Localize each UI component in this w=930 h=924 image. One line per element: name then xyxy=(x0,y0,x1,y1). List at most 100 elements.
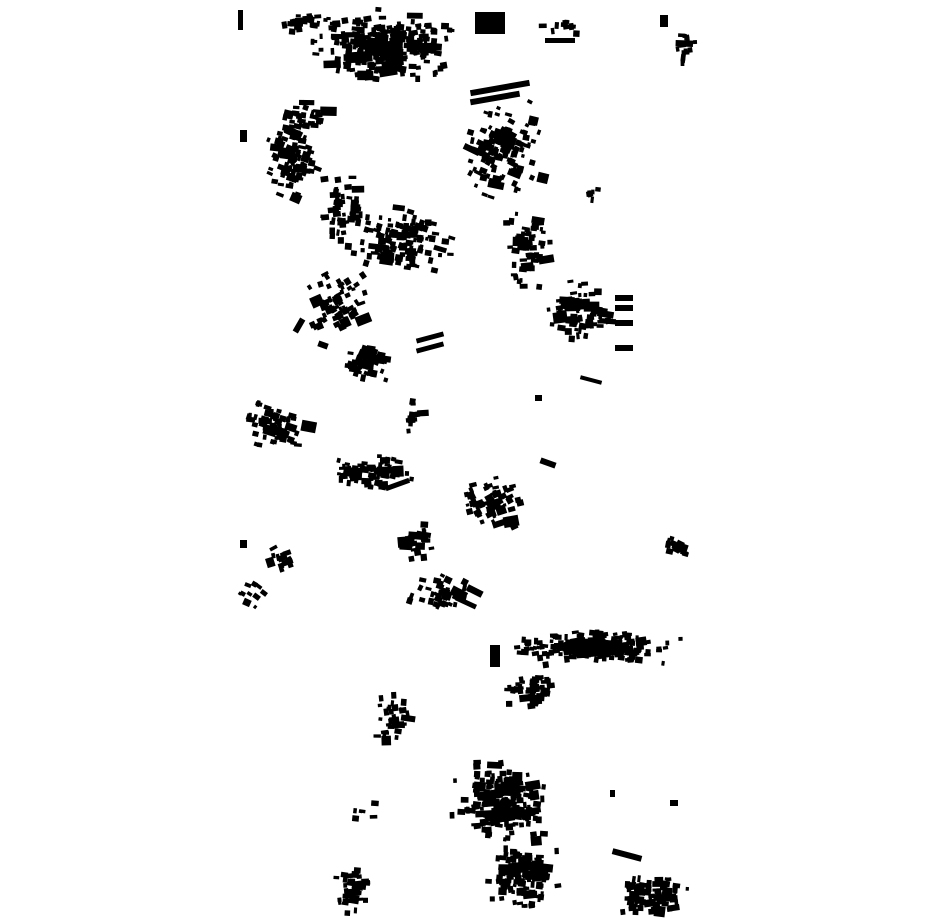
building xyxy=(509,848,517,855)
building xyxy=(601,633,607,639)
building xyxy=(433,595,443,604)
building xyxy=(330,47,335,55)
building xyxy=(353,281,360,289)
building xyxy=(503,845,508,853)
building xyxy=(531,650,540,657)
building xyxy=(362,259,370,268)
building xyxy=(356,356,362,362)
building xyxy=(394,459,403,465)
building xyxy=(377,454,382,459)
building xyxy=(471,782,485,790)
building xyxy=(382,456,390,464)
building xyxy=(341,42,350,50)
building xyxy=(292,164,299,172)
building xyxy=(364,35,371,40)
building xyxy=(483,139,490,145)
building xyxy=(376,253,382,260)
building xyxy=(505,791,512,795)
building xyxy=(510,789,518,797)
building xyxy=(295,172,303,178)
building xyxy=(507,157,516,167)
building xyxy=(422,36,427,42)
building xyxy=(596,324,604,328)
building xyxy=(528,119,537,127)
building xyxy=(410,218,416,226)
building xyxy=(530,790,535,797)
building xyxy=(410,46,416,52)
building xyxy=(581,281,589,286)
building xyxy=(320,316,328,324)
building xyxy=(351,815,360,822)
building xyxy=(558,652,563,657)
building xyxy=(532,645,538,651)
building xyxy=(488,132,496,140)
building xyxy=(505,823,514,831)
building xyxy=(312,109,321,113)
building xyxy=(656,894,665,901)
building xyxy=(327,206,336,214)
building xyxy=(554,847,559,855)
building xyxy=(410,18,415,25)
building xyxy=(353,298,360,306)
building xyxy=(516,279,522,285)
building xyxy=(413,237,417,243)
building xyxy=(490,166,497,173)
building xyxy=(354,71,362,78)
building xyxy=(408,555,415,563)
building xyxy=(660,15,668,27)
building xyxy=(343,277,352,286)
building xyxy=(334,176,342,184)
building xyxy=(315,321,325,331)
building xyxy=(339,41,343,46)
building xyxy=(569,321,578,328)
building xyxy=(422,50,429,56)
building xyxy=(443,575,453,585)
building xyxy=(453,778,457,784)
building xyxy=(469,90,521,106)
building xyxy=(538,694,545,702)
building xyxy=(368,62,377,67)
building xyxy=(394,735,399,741)
building xyxy=(477,795,486,801)
building xyxy=(514,877,522,884)
building xyxy=(406,36,412,43)
building xyxy=(350,199,360,208)
building xyxy=(346,68,353,72)
building xyxy=(390,28,398,37)
building xyxy=(310,109,315,117)
building xyxy=(444,35,449,42)
building xyxy=(589,322,598,327)
building xyxy=(357,364,362,372)
building xyxy=(346,195,353,200)
building xyxy=(398,223,404,227)
building xyxy=(415,75,421,83)
building xyxy=(408,531,425,540)
building xyxy=(416,37,423,43)
building xyxy=(376,50,385,57)
building xyxy=(497,134,506,142)
building xyxy=(580,641,586,646)
building xyxy=(465,503,470,507)
building xyxy=(515,164,525,174)
building xyxy=(626,899,635,906)
building xyxy=(530,881,535,888)
building xyxy=(514,496,522,504)
building xyxy=(390,456,397,462)
building xyxy=(538,23,547,29)
building xyxy=(473,791,478,798)
building xyxy=(495,105,501,111)
building xyxy=(494,783,501,788)
building xyxy=(360,248,365,253)
building xyxy=(355,39,362,45)
building xyxy=(334,198,340,203)
building xyxy=(528,174,536,181)
building xyxy=(329,21,335,26)
building xyxy=(365,214,370,221)
building xyxy=(525,772,530,778)
building xyxy=(310,38,315,45)
building xyxy=(398,35,404,43)
building xyxy=(363,15,372,23)
building xyxy=(615,345,633,351)
building xyxy=(331,314,340,322)
building xyxy=(521,870,526,878)
